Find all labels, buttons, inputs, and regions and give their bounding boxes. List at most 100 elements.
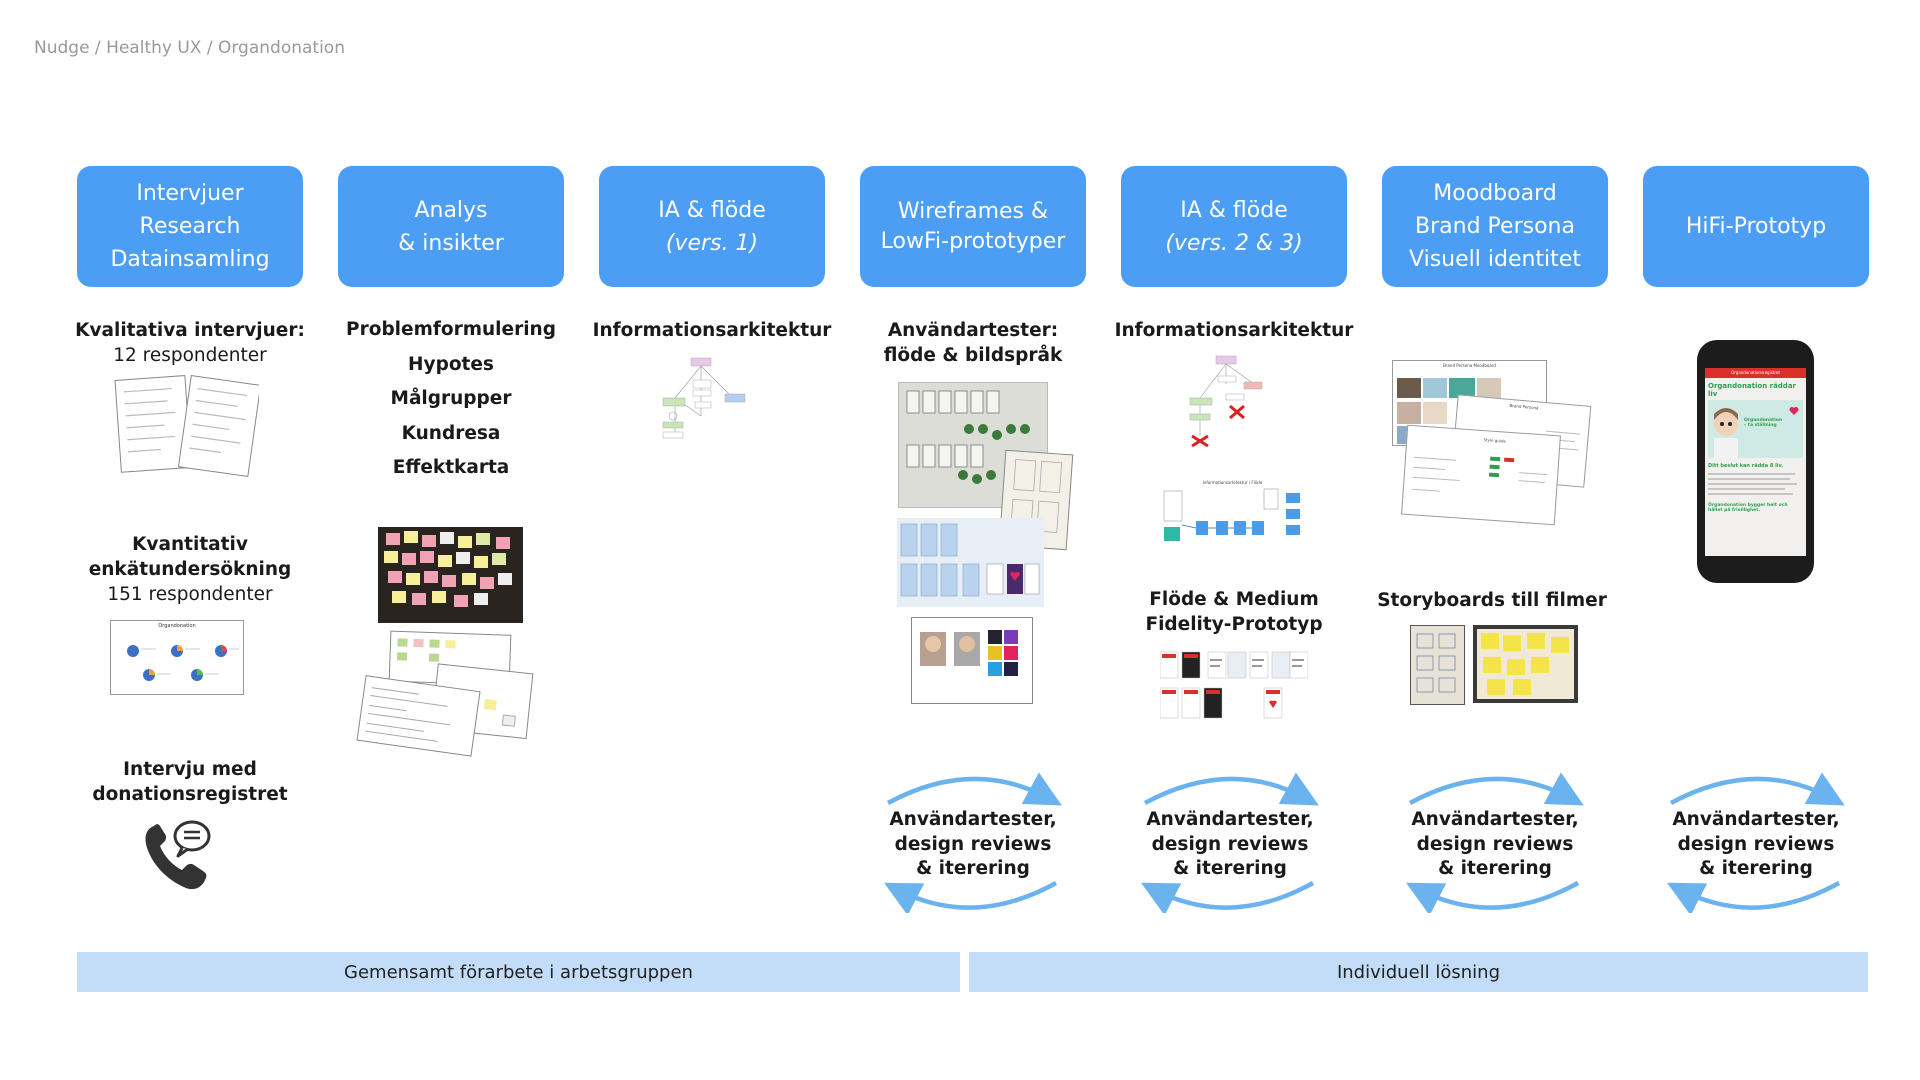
phone-headline: Organdonation räddar liv bbox=[1708, 382, 1796, 398]
ia-v2-label: Informationsarkitektur bbox=[1114, 320, 1354, 341]
storyboard-sketch-2 bbox=[1473, 625, 1578, 703]
ia-v1-label: Informationsarkitektur bbox=[592, 320, 832, 341]
iteration-loop-1: Användartester, design reviews & itereri… bbox=[878, 765, 1068, 913]
phase-research: Intervjuer Research Datainsamling bbox=[77, 166, 303, 287]
iteration-loop-4: Användartester, design reviews & itereri… bbox=[1661, 765, 1851, 913]
heart-icon bbox=[1789, 407, 1799, 415]
phase-subtitle: (vers. 2 & 3) bbox=[1165, 230, 1303, 256]
iteration-text: Användartester, design reviews & itereri… bbox=[1395, 808, 1595, 882]
phone-app-header: Organdonationsregistret bbox=[1705, 368, 1806, 378]
analysis-item: Problemformulering bbox=[346, 319, 556, 340]
cycle-arrows-icon bbox=[1667, 772, 1845, 913]
sticky-notes-photo bbox=[378, 527, 523, 623]
flow-prototype-label: Flöde & Medium Fidelity-Prototyp bbox=[1114, 587, 1354, 637]
phone-card-footer: Organdonation bygger helt och hållet på … bbox=[1708, 503, 1788, 513]
phone-body-text bbox=[1708, 473, 1797, 495]
label-title: donationsregistret bbox=[92, 784, 288, 805]
label-title: Fidelity-Prototyp bbox=[1145, 614, 1323, 635]
phase-analysis: Analys & insikter bbox=[338, 166, 564, 287]
avatar bbox=[1714, 408, 1738, 458]
phase-hifi: HiFi-Prototyp bbox=[1643, 166, 1869, 287]
survey-header: Organdonation bbox=[158, 623, 196, 629]
label-count: 151 respondenter bbox=[107, 584, 273, 605]
label-title: Kvantitativ bbox=[132, 534, 248, 555]
phase-line: IA & flöde bbox=[1180, 197, 1288, 223]
user-tests-label: Användartester: flöde & bildspråk bbox=[853, 318, 1093, 368]
iteration-line: & iterering bbox=[1699, 858, 1813, 879]
phase-moodboard: Moodboard Brand Persona Visuell identite… bbox=[1382, 166, 1608, 287]
iteration-line: & iterering bbox=[1438, 858, 1552, 879]
phase-line: & insikter bbox=[398, 230, 504, 256]
label-title: Användartester: bbox=[887, 320, 1059, 341]
ia-v1-diagram-thumbnail bbox=[655, 356, 755, 451]
iteration-text: Användartester, design reviews & itereri… bbox=[1130, 808, 1330, 882]
phone-hero: Organdonation – ta ställning bbox=[1708, 400, 1803, 458]
diagram-caption: Informationsarkitektur / Flöde bbox=[1202, 480, 1263, 485]
phase-line: Intervjuer bbox=[136, 181, 244, 206]
storyboard-sketch-1 bbox=[1410, 625, 1465, 705]
shared-prework-bar: Gemensamt förarbete i arbetsgruppen bbox=[77, 952, 960, 992]
quantitative-survey-label: Kvantitativ enkätundersökning 151 respon… bbox=[70, 532, 310, 607]
hifi-phone-mockup: Organdonationsregistret Organdonation rä… bbox=[1697, 340, 1814, 583]
label-title: Kvalitativa intervjuer: bbox=[75, 320, 305, 341]
iteration-line: design reviews bbox=[1416, 833, 1574, 855]
iteration-line: design reviews bbox=[1677, 833, 1835, 855]
phone-bubble-line: – ta ställning bbox=[1744, 423, 1777, 428]
phase-subtitle: (vers. 1) bbox=[665, 230, 759, 256]
iteration-loop-2: Användartester, design reviews & itereri… bbox=[1135, 765, 1325, 913]
phase-line: Brand Persona bbox=[1415, 214, 1575, 239]
wireframe-sketch-thumbnail bbox=[998, 449, 1074, 551]
effect-map-documents bbox=[355, 628, 535, 763]
phase-line: Datainsamling bbox=[110, 247, 270, 272]
label-title: flöde & bildspråk bbox=[883, 345, 1063, 366]
analysis-item: Kundresa bbox=[401, 422, 501, 444]
phase-line: Research bbox=[139, 214, 241, 239]
phone-call-icon bbox=[140, 818, 220, 893]
iteration-line: & iterering bbox=[1173, 858, 1287, 879]
imagery-test-thumbnail bbox=[911, 617, 1033, 704]
iteration-line: Användartester, bbox=[1411, 809, 1579, 830]
storyboards-label: Storyboards till filmer bbox=[1377, 590, 1607, 611]
cycle-arrows-icon bbox=[1141, 772, 1319, 913]
phone-screen: Organdonationsregistret Organdonation rä… bbox=[1705, 368, 1806, 556]
iteration-line: Användartester, bbox=[889, 809, 1057, 830]
individual-solution-bar: Individuell lösning bbox=[969, 952, 1868, 992]
analysis-list: Problemformulering Hypotes Målgrupper Ku… bbox=[331, 313, 571, 486]
phase-line: Moodboard bbox=[1433, 181, 1557, 206]
iteration-line: Användartester, bbox=[1146, 809, 1314, 830]
phase-line: IA & flöde bbox=[658, 197, 766, 223]
ia-flow-diagram-thumbnail: Informationsarkitektur / Flöde bbox=[1160, 480, 1305, 550]
cycle-arrows-icon bbox=[1406, 772, 1584, 913]
label-count: 12 respondenter bbox=[113, 345, 267, 366]
analysis-item: Effektkarta bbox=[392, 457, 510, 478]
medium-fidelity-screens-thumbnail bbox=[1160, 648, 1308, 723]
qualitative-interviews-label: Kvalitativa intervjuer: 12 respondenter bbox=[70, 318, 310, 368]
survey-results-thumbnail: Organdonation bbox=[110, 620, 244, 695]
label-title: enkätundersökning bbox=[88, 559, 292, 580]
phase-ia-v1: IA & flöde (vers. 1) bbox=[599, 166, 825, 287]
phase-wireframes: Wireframes & LowFi-prototyper bbox=[860, 166, 1086, 287]
phase-ia-v2: IA & flöde (vers. 2 & 3) bbox=[1121, 166, 1347, 287]
label-title: Flöde & Medium bbox=[1149, 589, 1319, 610]
wireframes-board-thumbnail bbox=[897, 518, 1044, 607]
iteration-text: Användartester, design reviews & itereri… bbox=[873, 808, 1073, 882]
breadcrumb[interactable]: Nudge / Healthy UX / Organdonation bbox=[34, 38, 345, 58]
wireframe-tests-photo bbox=[898, 382, 1048, 508]
moodboard-caption: Brand Persona Moodboard bbox=[1443, 363, 1496, 368]
iteration-line: Användartester, bbox=[1672, 809, 1840, 830]
iteration-line: design reviews bbox=[1151, 833, 1309, 855]
registry-interview-label: Intervju med donationsregistret bbox=[70, 757, 310, 807]
phone-card-title: Ditt beslut kan rädda 8 liv. bbox=[1708, 463, 1784, 469]
cycle-arrows-icon bbox=[884, 772, 1062, 913]
interview-documents-thumbnail bbox=[114, 370, 259, 480]
analysis-item: Hypotes bbox=[408, 353, 494, 375]
phase-line: Visuell identitet bbox=[1409, 247, 1581, 272]
phase-line: Analys bbox=[414, 197, 488, 223]
phase-line: LowFi-prototyper bbox=[880, 228, 1066, 254]
ia-v2-diagram-thumbnail bbox=[1180, 354, 1280, 454]
iteration-line: & iterering bbox=[916, 858, 1030, 879]
phase-line: HiFi-Prototyp bbox=[1685, 214, 1827, 239]
iteration-line: design reviews bbox=[894, 833, 1052, 855]
analysis-item: Målgrupper bbox=[390, 388, 512, 409]
iteration-loop-3: Användartester, design reviews & itereri… bbox=[1400, 765, 1590, 913]
